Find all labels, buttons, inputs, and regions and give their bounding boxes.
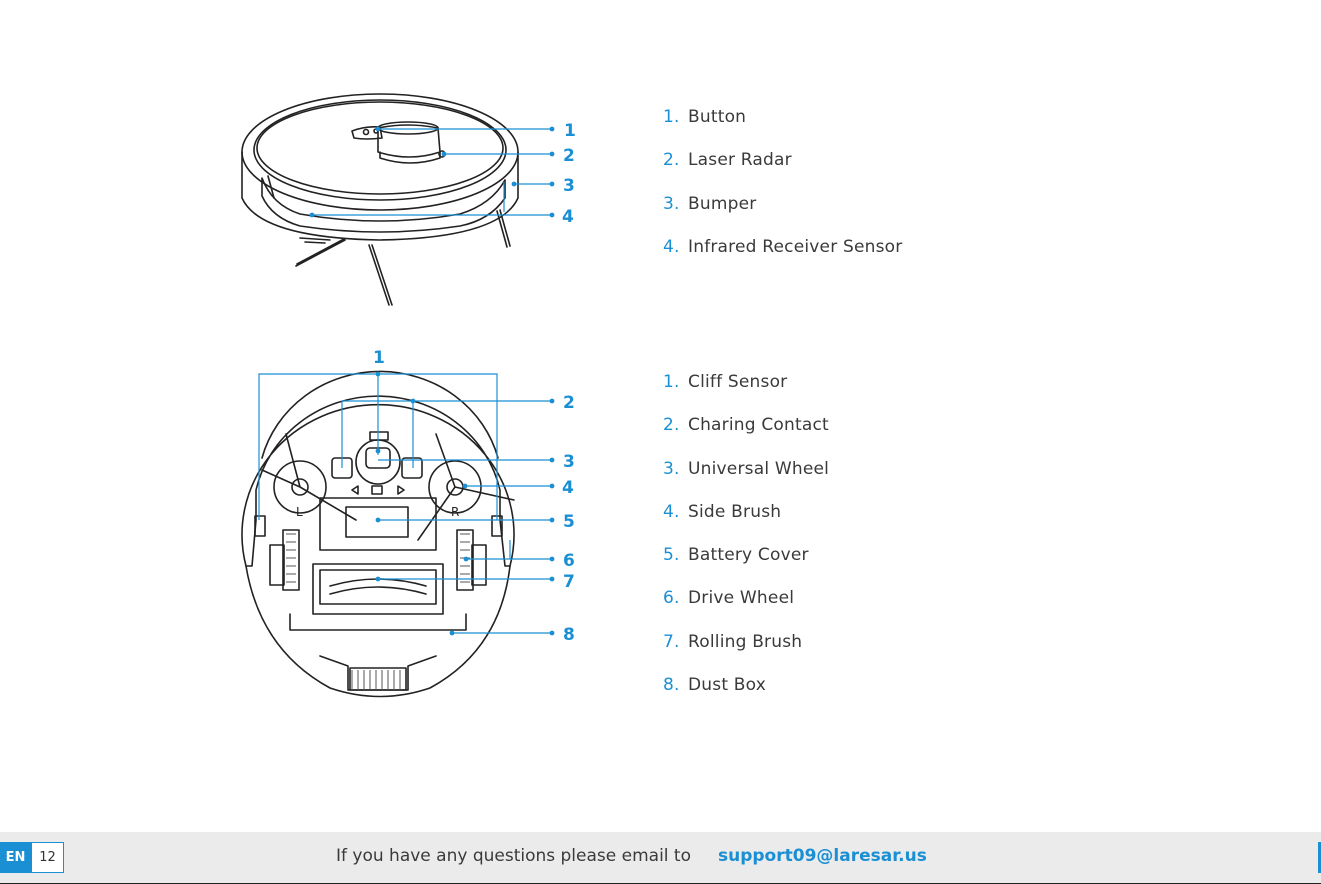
list-item: 2.Laser Radar [663,149,902,192]
page-number: 12 [31,842,64,873]
top-callout-1: 1 [564,121,576,141]
robot-top-illustration [242,94,518,305]
list-item: 3.Universal Wheel [663,458,829,501]
page-footer: EN 12 If you have any questions please e… [0,832,1321,884]
list-item: 8.Dust Box [663,674,829,717]
bottom-callout-4: 4 [562,478,574,498]
list-item: 1.Button [663,106,902,149]
callout-lines [259,129,552,633]
bottom-callout-1: 1 [373,348,385,368]
footer-message: If you have any questions please email t… [336,846,691,866]
list-item: 4.Side Brush [663,501,829,544]
bottom-callout-2: 2 [563,393,575,413]
bottom-callout-8: 8 [563,625,575,645]
left-wheel-letter: L [296,505,303,519]
list-item: 5.Battery Cover [663,544,829,587]
top-callout-3: 3 [563,176,575,196]
list-item: 2.Charing Contact [663,414,829,457]
list-item: 3.Bumper [663,193,902,236]
list-item: 7.Rolling Brush [663,631,829,674]
list-item: 1.Cliff Sensor [663,371,829,414]
bottom-callout-5: 5 [563,512,575,532]
top-parts-list: 1.Button 2.Laser Radar 3.Bumper 4.Infrar… [663,106,902,279]
right-wheel-letter: R [451,505,459,519]
bottom-callout-6: 6 [563,551,575,571]
list-item: 6.Drive Wheel [663,587,829,630]
list-item: 4.Infrared Receiver Sensor [663,236,902,279]
top-callout-4: 4 [562,207,574,227]
support-email-link[interactable]: support09@laresar.us [718,846,927,866]
language-badge: EN [0,842,31,873]
top-callout-2: 2 [563,146,575,166]
bottom-callout-7: 7 [563,572,575,592]
bottom-parts-list: 1.Cliff Sensor 2.Charing Contact 3.Unive… [663,371,829,717]
robot-diagrams: 1 2 3 4 1 2 3 4 5 6 7 8 L R [0,0,1321,830]
bottom-callout-3: 3 [563,452,575,472]
